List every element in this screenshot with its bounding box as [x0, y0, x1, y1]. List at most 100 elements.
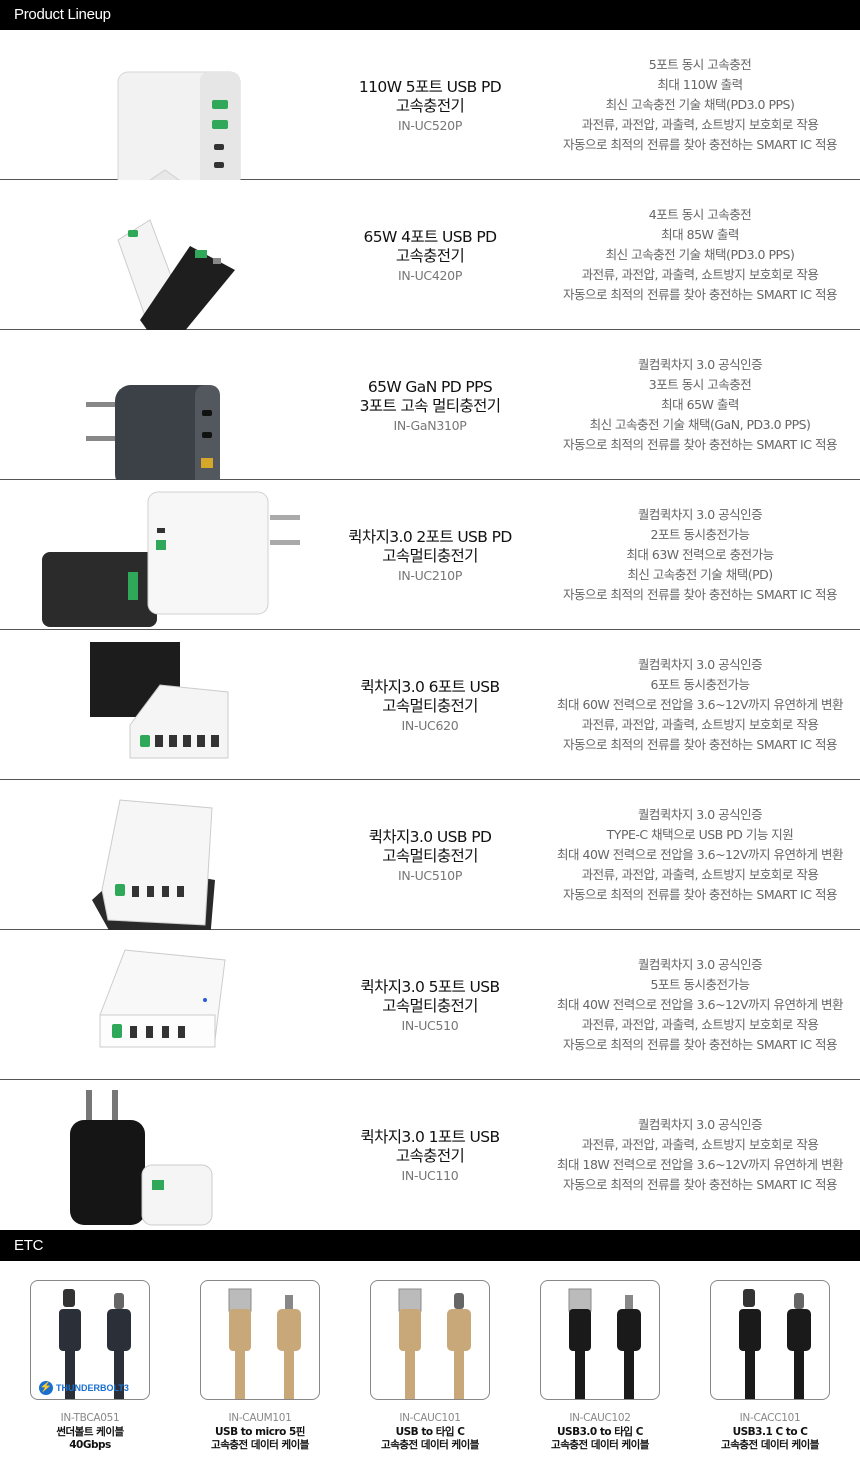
product-row[interactable]: 퀵차지3.0 2포트 USB PD 고속멀티충전기 IN-UC210P 퀄컴퀵차지 … — [0, 480, 860, 630]
product-row[interactable]: 65W GaN PD PPS 3포트 고속 멀티충전기 IN-GaN310P 퀄컴퀵… — [0, 330, 860, 490]
cable-image[interactable] — [200, 1280, 320, 1400]
cable-name[interactable]: USB3.1 C to C 고속충전 데이터 케이블 — [721, 1426, 819, 1451]
product-name[interactable]: 110W 5포트 USB PD 고속충전기 — [358, 77, 502, 115]
cable-name[interactable]: USB to 타입 C 고속충전 데이터 케이블 — [381, 1426, 479, 1451]
product-name[interactable]: 퀵차지3.0 5포트 USB 고속멀티충전기 — [360, 977, 500, 1015]
feature-line: 퀄컴퀵차지 3.0 공식인증 — [637, 1117, 763, 1132]
product-name[interactable]: 65W GaN PD PPS 3포트 고속 멀티충전기 — [359, 377, 501, 415]
feature-line: 최신 고속충전 기술 채택(PD) — [627, 567, 773, 582]
cable-model: IN-CACC101 — [739, 1412, 801, 1424]
product-model: IN-UC520P — [397, 117, 463, 133]
feature-line: 자동으로 최적의 전류를 찾아 충전하는 SMART IC 적용 — [563, 1177, 837, 1192]
product-model: IN-UC210P — [397, 567, 463, 583]
cable-name[interactable]: USB to micro 5핀 고속충전 데이터 케이블 — [211, 1426, 309, 1451]
feature-line: 퀄컴퀵차지 3.0 공식인증 — [637, 357, 763, 372]
feature-line: 자동으로 최적의 전류를 찾아 충전하는 SMART IC 적용 — [563, 737, 837, 752]
feature-line: 퀄컴퀵차지 3.0 공식인증 — [637, 657, 763, 672]
feature-line: 최대 40W 전력으로 전압을 3.6~12V까지 유연하게 변환 — [557, 847, 843, 862]
cable-model: IN-CAUC102 — [569, 1412, 631, 1424]
cable-name[interactable]: 썬더볼트 케이블 40Gbps — [56, 1426, 124, 1451]
feature-line: 최대 85W 출력 — [661, 227, 739, 242]
product-image[interactable] — [0, 180, 320, 355]
feature-line: 5포트 동시충전가능 — [650, 977, 750, 992]
product-row[interactable]: 퀵차지3.0 6포트 USB 고속멀티충전기 IN-UC620 퀄컴퀵차지 3.0 … — [0, 630, 860, 780]
product-row[interactable]: 110W 5포트 USB PD 고속충전기 IN-UC520P 5포트 동시 고속충… — [0, 30, 860, 196]
product-model: IN-GaN310P — [393, 417, 467, 433]
product-model: IN-UC110 — [401, 1167, 459, 1183]
product-name[interactable]: 65W 4포트 USB PD 고속충전기 — [363, 227, 498, 265]
feature-line: TYPE-C 채택으로 USB PD 기능 지원 — [606, 827, 794, 842]
product-row[interactable]: 퀵차지3.0 1포트 USB 고속충전기 IN-UC110 퀄컴퀵차지 3.0 공식… — [0, 1080, 860, 1230]
feature-line: 과전류, 과전압, 과출력, 쇼트방지 보호회로 작용 — [581, 1017, 819, 1032]
thunderbolt-label: THUNDERBOLT3 — [56, 1383, 129, 1393]
feature-line: 퀄컴퀵차지 3.0 공식인증 — [637, 957, 763, 972]
product-image[interactable] — [0, 930, 320, 1080]
product-image[interactable] — [0, 330, 320, 490]
product-image[interactable] — [0, 480, 320, 630]
feature-line: 최대 60W 전력으로 전압을 3.6~12V까지 유연하게 변환 — [557, 697, 843, 712]
feature-line: 최대 40W 전력으로 전압을 3.6~12V까지 유연하게 변환 — [557, 997, 843, 1012]
product-row[interactable]: 퀵차지3.0 USB PD 고속멀티충전기 IN-UC510P 퀄컴퀵차지 3.0 … — [0, 780, 860, 950]
product-model: IN-UC620 — [401, 717, 459, 733]
feature-line: 5포트 동시 고속충전 — [648, 57, 752, 72]
product-model: IN-UC420P — [397, 267, 463, 283]
cable-model: IN-TBCA051 — [60, 1412, 120, 1424]
feature-line: 과전류, 과전압, 과출력, 쇼트방지 보호회로 작용 — [581, 267, 819, 282]
product-name[interactable]: 퀵차지3.0 2포트 USB PD 고속멀티충전기 — [348, 527, 512, 565]
feature-line: 과전류, 과전압, 과출력, 쇼트방지 보호회로 작용 — [581, 117, 819, 132]
product-row[interactable]: 퀵차지3.0 5포트 USB 고속멀티충전기 IN-UC510 퀄컴퀵차지 3.0 … — [0, 930, 860, 1080]
feature-line: 자동으로 최적의 전류를 찾아 충전하는 SMART IC 적용 — [563, 437, 837, 452]
cable-image[interactable]: ⚡THUNDERBOLT3 — [30, 1280, 150, 1400]
product-name[interactable]: 퀵차지3.0 1포트 USB 고속충전기 — [360, 1127, 500, 1165]
feature-line: 과전류, 과전압, 과출력, 쇼트방지 보호회로 작용 — [581, 1137, 819, 1152]
product-row[interactable]: 65W 4포트 USB PD 고속충전기 IN-UC420P 4포트 동시 고속충전… — [0, 180, 860, 355]
product-model: IN-UC510P — [397, 867, 463, 883]
feature-line: 자동으로 최적의 전류를 찾아 충전하는 SMART IC 적용 — [563, 137, 837, 152]
feature-line: 과전류, 과전압, 과출력, 쇼트방지 보호회로 작용 — [581, 717, 819, 732]
lightning-bolt-icon: ⚡ — [39, 1381, 53, 1395]
etc-header: ETC — [0, 1230, 860, 1261]
cable-name[interactable]: USB3.0 to 타입 C 고속충전 데이터 케이블 — [551, 1426, 649, 1451]
product-image[interactable] — [0, 1080, 320, 1230]
product-image[interactable] — [0, 780, 320, 950]
feature-line: 퀄컴퀵차지 3.0 공식인증 — [637, 807, 763, 822]
product-name[interactable]: 퀵차지3.0 6포트 USB 고속멀티충전기 — [360, 677, 500, 715]
cable-model: IN-CAUM101 — [228, 1412, 292, 1424]
feature-line: 최신 고속충전 기술 채택(PD3.0 PPS) — [605, 247, 795, 262]
feature-line: 최대 110W 출력 — [657, 77, 743, 92]
feature-line: 최신 고속충전 기술 채택(PD3.0 PPS) — [605, 97, 795, 112]
thunderbolt-logo: ⚡THUNDERBOLT3 — [39, 1381, 129, 1395]
product-lineup-list: 110W 5포트 USB PD 고속충전기 IN-UC520P 5포트 동시 고속충… — [0, 30, 860, 1230]
feature-line: 4포트 동시 고속충전 — [648, 207, 752, 222]
cable-image[interactable] — [540, 1280, 660, 1400]
product-name[interactable]: 퀵차지3.0 USB PD 고속멀티충전기 — [368, 827, 492, 865]
feature-line: 최대 65W 출력 — [661, 397, 739, 412]
feature-line: 자동으로 최적의 전류를 찾아 충전하는 SMART IC 적용 — [563, 287, 837, 302]
product-model: IN-UC510 — [401, 1017, 459, 1033]
feature-line: 최대 18W 전력으로 전압을 3.6~12V까지 유연하게 변환 — [557, 1157, 843, 1172]
product-image[interactable] — [0, 630, 320, 780]
feature-line: 자동으로 최적의 전류를 찾아 충전하는 SMART IC 적용 — [563, 587, 837, 602]
feature-line: 3포트 동시 고속충전 — [648, 377, 752, 392]
feature-line: 퀄컴퀵차지 3.0 공식인증 — [637, 507, 763, 522]
cable-model: IN-CAUC101 — [399, 1412, 461, 1424]
product-image[interactable] — [0, 30, 320, 196]
product-lineup-header: Product Lineup — [0, 0, 860, 30]
cable-image[interactable] — [710, 1280, 830, 1400]
cable-image[interactable] — [370, 1280, 490, 1400]
feature-line: 최대 63W 전력으로 충전가능 — [626, 547, 774, 562]
